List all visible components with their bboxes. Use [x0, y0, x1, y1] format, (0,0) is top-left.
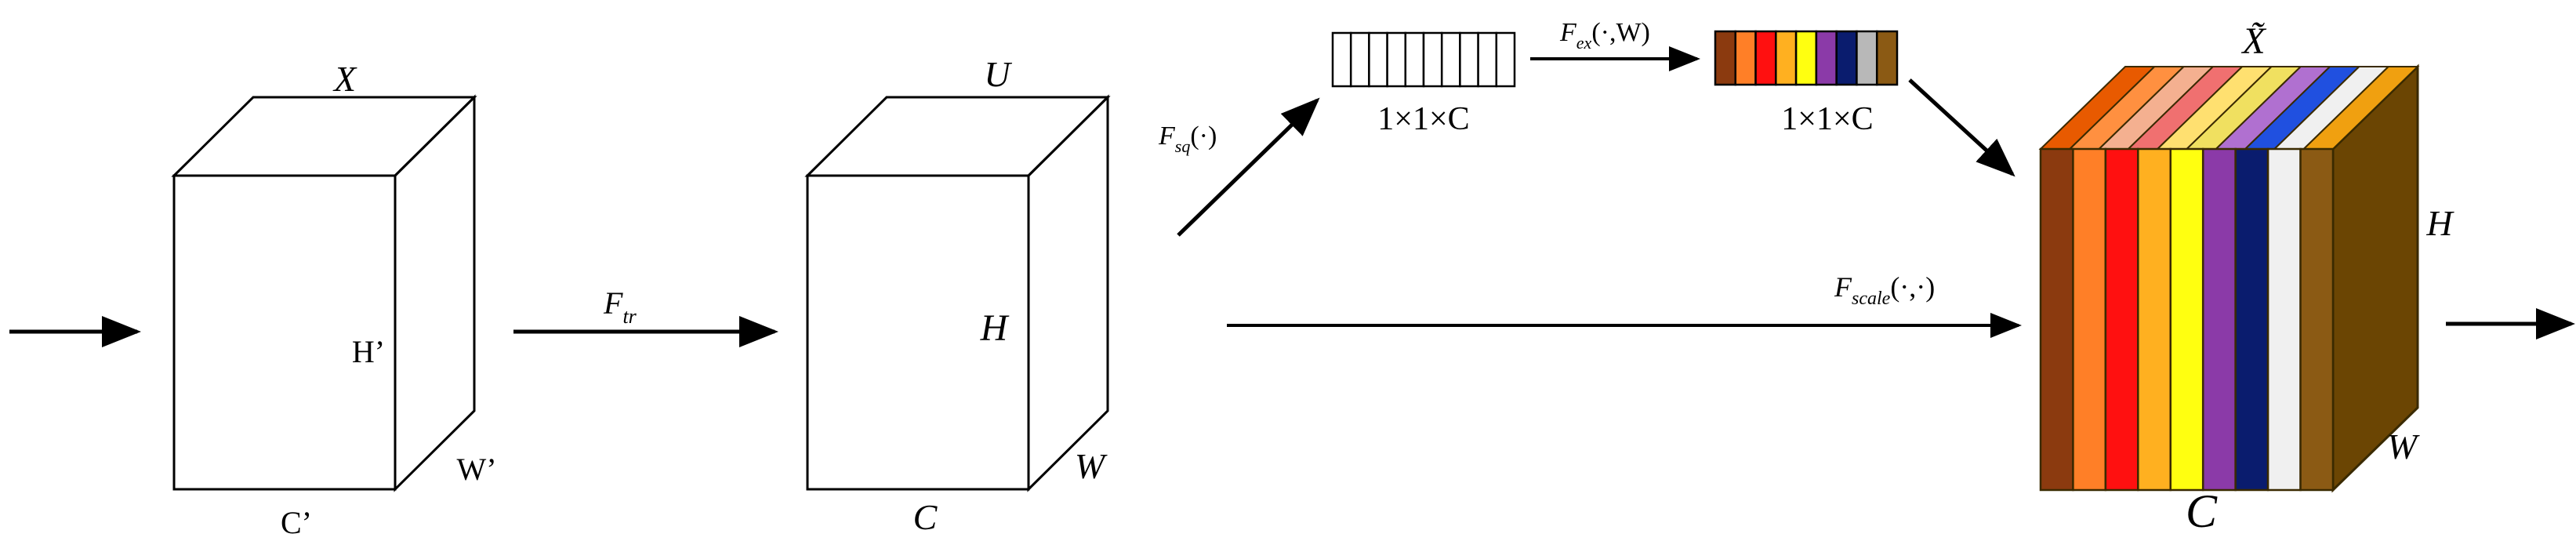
squeezed-vector-cell: [1495, 31, 1516, 88]
output-front-slice: [2039, 147, 2074, 492]
scale-operator-sub: scale: [1852, 289, 1891, 309]
output-block-front: [2039, 147, 2335, 492]
output-width-label: W: [2387, 427, 2420, 467]
squeezed-vector-cell: [1368, 31, 1388, 88]
squeezed-vector-cell: [1331, 31, 1352, 88]
output-front-slice: [2299, 147, 2335, 492]
squeeze-operator-main: F: [1158, 122, 1176, 151]
transformed-block: [804, 94, 1111, 492]
input-width-label: W’: [456, 452, 496, 487]
excitation-operator-main: F: [1559, 18, 1577, 47]
scale-operator-args: (·,·): [1890, 271, 1935, 303]
squeeze-operator-sub: sq: [1175, 136, 1191, 156]
excitation-operator-label: Fex(·,W): [1559, 18, 1650, 53]
excited-vector-cell: [1714, 30, 1737, 86]
input-top-label: X: [332, 59, 357, 99]
excited-vector-cell: [1815, 30, 1838, 86]
squeezed-vector: [1331, 31, 1516, 88]
output-front-slice: [2266, 147, 2302, 492]
excited-vector-cell: [1794, 30, 1818, 86]
squeezed-vector-cell: [1386, 31, 1407, 88]
output-height-label: H: [2425, 203, 2454, 243]
excited-vector-cell: [1754, 30, 1777, 86]
transform-operator-sub: tr: [622, 305, 637, 328]
squeezed-vector-cell: [1349, 31, 1370, 88]
excited-vector-label: 1×1×C: [1781, 101, 1873, 137]
output-block: [2038, 64, 2420, 493]
transformed-height-label: H: [980, 307, 1010, 349]
scale-operator-main: F: [1834, 271, 1852, 303]
output-channel-label: C: [2186, 485, 2218, 537]
transformed-top-label: U: [984, 54, 1012, 94]
recombine-arrow: [1908, 78, 2015, 177]
input-height-label: H’: [352, 334, 385, 369]
excited-vector-cell: [1875, 30, 1899, 86]
excited-vector-cell: [1856, 30, 1878, 86]
input-block-side: [394, 94, 476, 492]
scale-operator-label: Fscale(·,·): [1834, 271, 1935, 309]
transformed-width-label: W: [1075, 446, 1108, 486]
excitation-operator-sub: ex: [1576, 33, 1592, 53]
output-top-label: X̃: [2240, 20, 2266, 62]
squeeze-operator-args: (·): [1190, 122, 1217, 151]
output-front-slice: [2072, 147, 2107, 492]
excitation-operator-args: (·,W): [1591, 18, 1650, 47]
input-channel-label: C’: [281, 505, 312, 540]
transformed-block-side: [1027, 94, 1109, 492]
output-front-slice: [2169, 147, 2204, 492]
transform-operator-main: F: [603, 285, 623, 321]
output-front-slice: [2104, 147, 2139, 492]
transformed-channel-label: C: [913, 497, 938, 537]
output-front-slice: [2137, 147, 2172, 492]
output-front-slice: [2234, 147, 2269, 492]
squeezed-vector-cell: [1422, 31, 1443, 88]
output-front-slice: [2201, 147, 2237, 492]
excited-vector-cell: [1734, 30, 1757, 86]
squeezed-vector-cell: [1477, 31, 1498, 88]
excited-vector-cell: [1835, 30, 1858, 86]
squeeze-operator-label: Fsq(·): [1158, 122, 1217, 156]
squeeze-arrow: [1177, 97, 1320, 237]
input-block-top: [171, 96, 477, 177]
input-block: [171, 94, 477, 492]
excited-vector-cell: [1775, 30, 1798, 86]
squeezed-vector-cell: [1404, 31, 1425, 88]
squeezed-vector-cell: [1459, 31, 1479, 88]
excited-vector: [1714, 30, 1899, 86]
squeezed-vector-label: 1×1×C: [1377, 101, 1469, 137]
squeezed-vector-cell: [1440, 31, 1461, 88]
transform-operator-label: Ftr: [603, 285, 637, 328]
input-block-front: [172, 174, 397, 491]
transformed-block-top: [804, 96, 1111, 177]
